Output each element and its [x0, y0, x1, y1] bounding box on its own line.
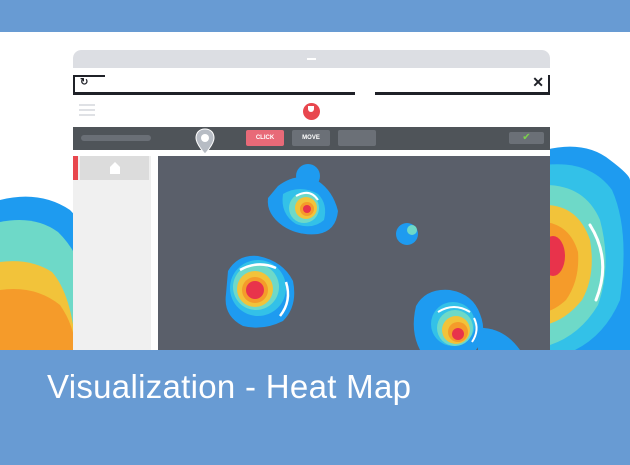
close-icon[interactable]: ✕ [532, 74, 544, 90]
move-mode-button[interactable]: MOVE [292, 130, 330, 146]
heat-spot-3 [225, 255, 295, 328]
checkmark-icon[interactable]: ✔ [509, 132, 544, 144]
browser-window: ↻ ✕ CLICK MOVE ✔ [73, 50, 550, 350]
heatmap-canvas [158, 156, 550, 350]
address-bar[interactable]: ↻ ✕ [73, 72, 550, 95]
caption-band: Visualization - Heat Map [0, 350, 630, 465]
minimize-dash[interactable] [307, 58, 316, 60]
heat-spot-4 [413, 289, 520, 350]
mode-button-empty[interactable] [338, 130, 376, 146]
heatmap-toolbar: CLICK MOVE ✔ [73, 127, 550, 155]
sidebar [73, 156, 151, 350]
click-mode-button[interactable]: CLICK [246, 130, 284, 146]
top-band [0, 0, 630, 32]
heat-ring-right [588, 223, 605, 302]
caption-title: Visualization - Heat Map [47, 368, 412, 405]
refresh-icon[interactable]: ↻ [80, 77, 89, 88]
menu-icon[interactable] [79, 104, 95, 116]
url-field[interactable] [81, 135, 151, 141]
heat-spot-2 [396, 223, 418, 245]
sidebar-item-home[interactable] [80, 156, 149, 180]
home-icon [110, 162, 120, 174]
location-pin-icon[interactable] [195, 127, 215, 155]
browser-title-bar [73, 50, 550, 68]
logo-icon [303, 103, 320, 120]
heat-blob-left-core [0, 289, 76, 350]
heat-spot-1 [267, 164, 338, 235]
sidebar-accent [73, 156, 78, 180]
